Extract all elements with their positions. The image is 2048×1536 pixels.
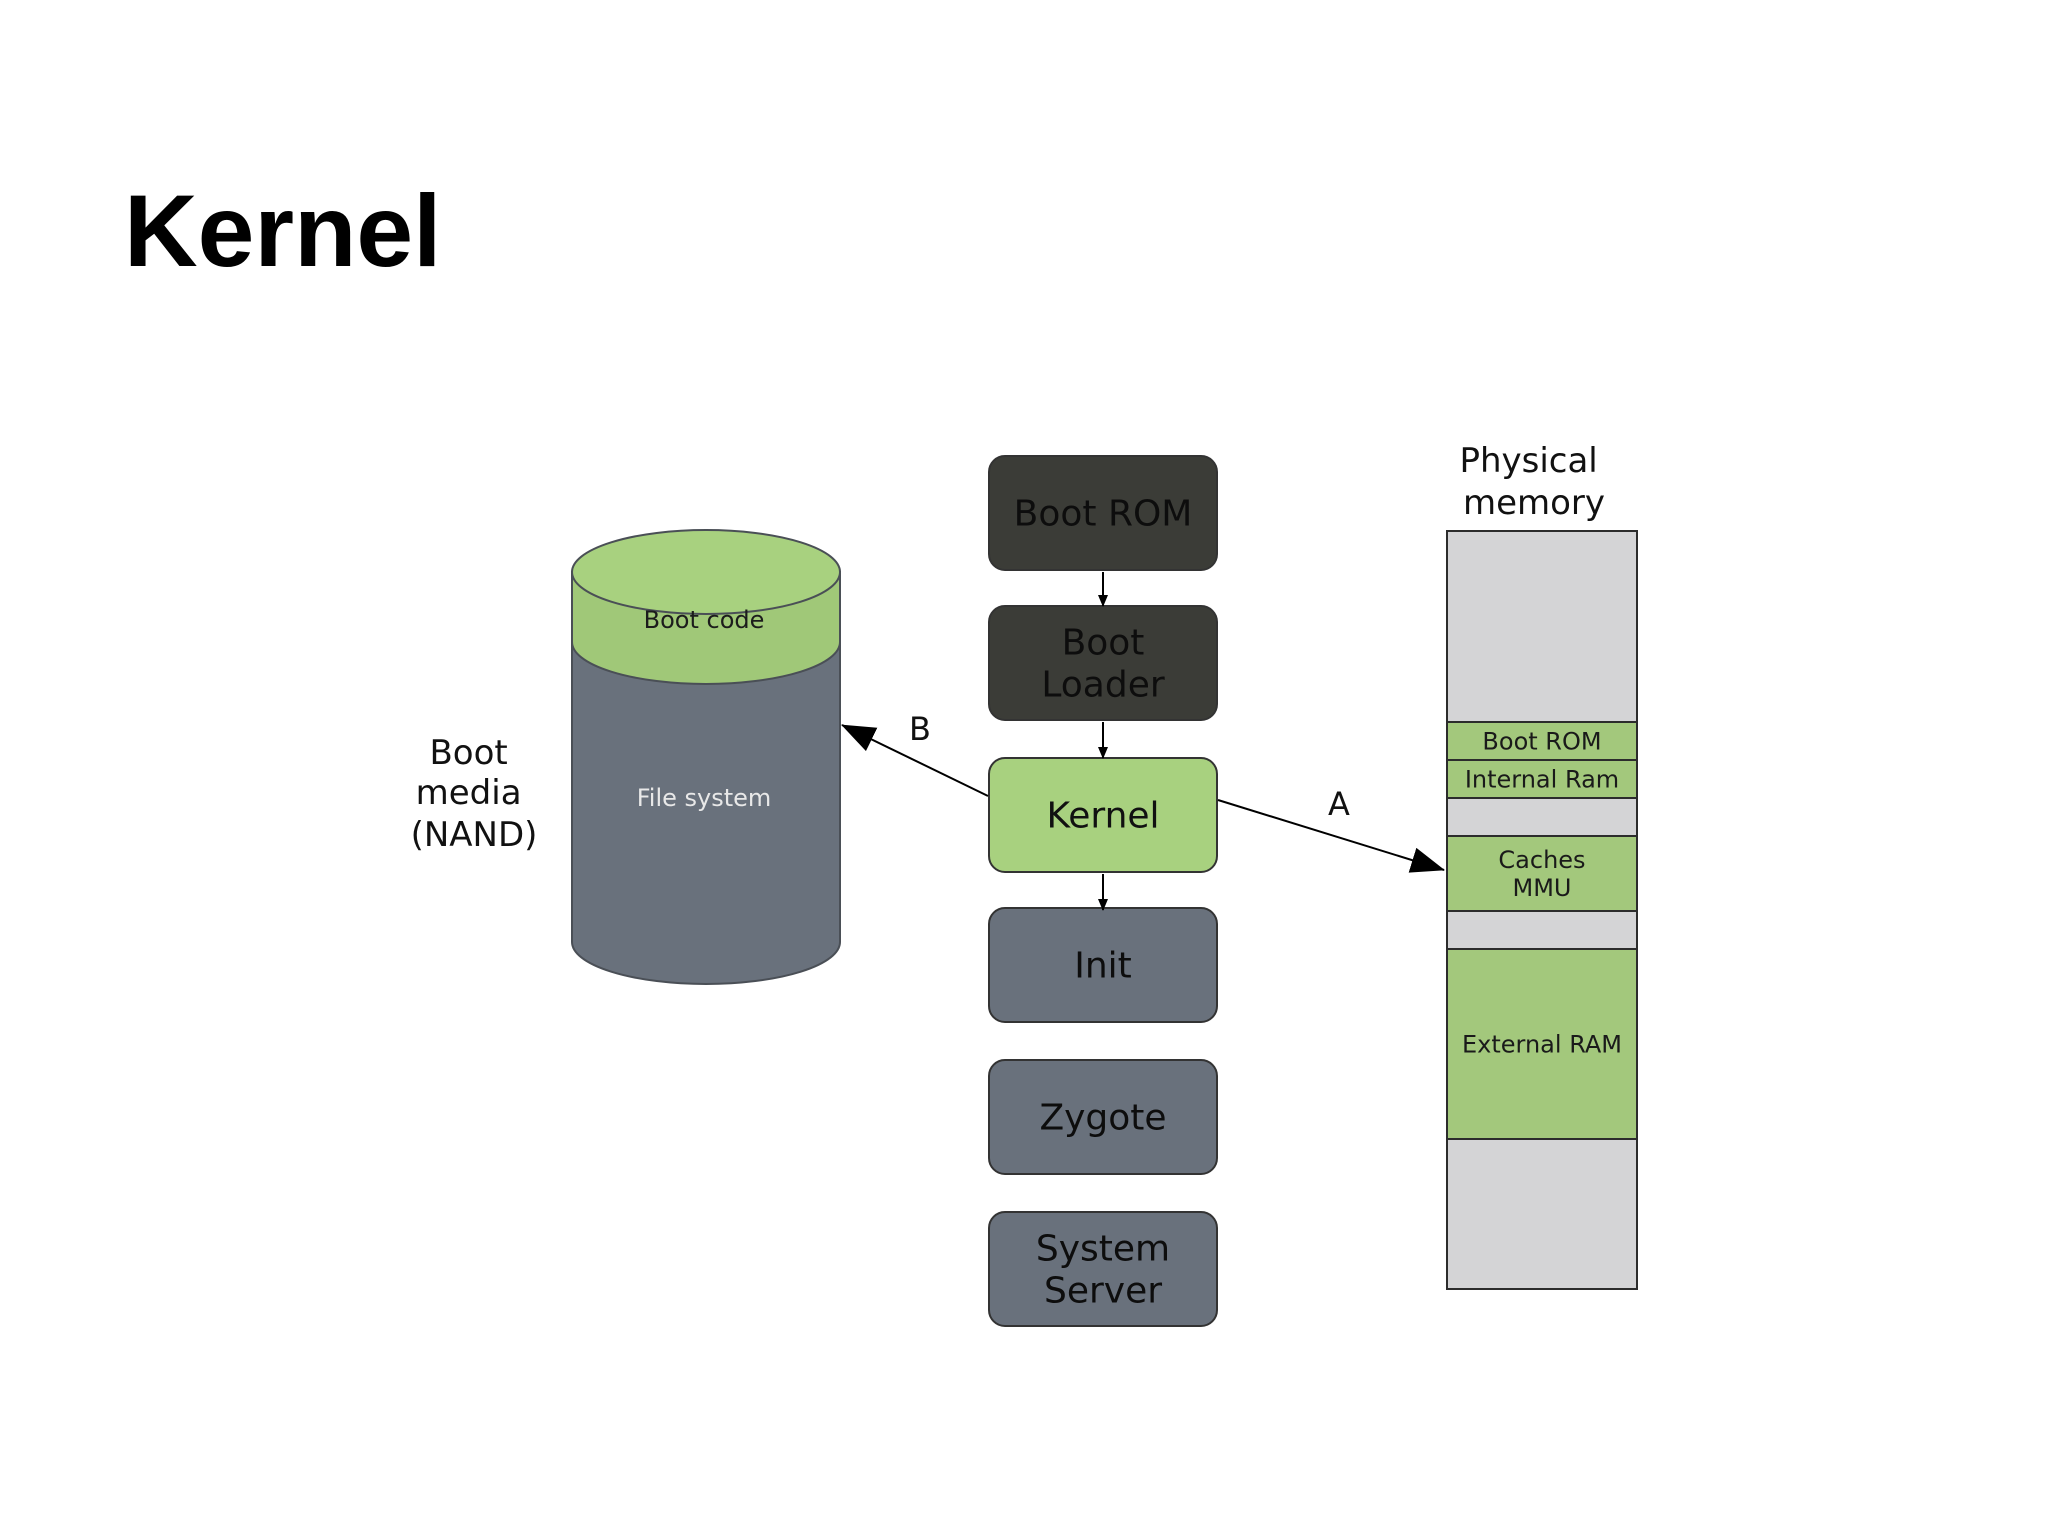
boot-stage-box — [988, 1059, 1218, 1175]
boot-stage-label: Boot — [1062, 623, 1145, 664]
memory-segment-box — [1446, 797, 1638, 837]
cylinder-top — [571, 529, 841, 615]
memory-segment-label: MMU — [1513, 874, 1572, 902]
boot-stage-box — [988, 455, 1218, 571]
memory-segment-label: Caches — [1498, 846, 1585, 874]
arrow-b: B — [841, 710, 989, 797]
slide-title: Kernel — [124, 174, 442, 288]
boot-stage-label: Boot ROM — [1014, 494, 1193, 535]
boot-media-label: Boot media (NAND) — [411, 733, 538, 855]
boot-stage-label: Loader — [1041, 665, 1165, 706]
boot-media-cylinder: Boot code File system — [571, 529, 841, 985]
file-system-label: File system — [637, 784, 772, 812]
boot-media-label-line: Boot — [429, 733, 507, 773]
memory-segment-box — [1446, 948, 1638, 1140]
physical-memory-heading-line: memory — [1463, 483, 1605, 523]
boot-sequence-stack: Boot ROM BootLoaderKernelInitZygoteSystem… — [988, 455, 1218, 1327]
memory-segment — [1446, 797, 1638, 837]
boot-stage-label: Init — [1074, 946, 1132, 987]
arrow-b-line — [841, 724, 989, 797]
boot-stage-label: System — [1036, 1229, 1170, 1270]
physical-memory-heading: Physical memory — [1459, 441, 1608, 523]
memory-segment-label: Boot ROM — [1482, 728, 1601, 756]
boot-stage-box — [988, 1211, 1218, 1327]
memory-segment: External RAM — [1446, 948, 1638, 1140]
boot-stage-label: Server — [1044, 1271, 1162, 1312]
memory-segment-label: External RAM — [1462, 1031, 1622, 1059]
memory-segment — [1446, 530, 1638, 723]
boot-code-label: Boot code — [644, 606, 765, 634]
memory-segment-box — [1446, 530, 1638, 723]
boot-stage: Zygote — [988, 1059, 1218, 1175]
arrow-b-label: B — [909, 710, 931, 748]
memory-segment-box — [1446, 1138, 1638, 1290]
memory-segment — [1446, 1138, 1638, 1290]
boot-stage: Init — [988, 907, 1218, 1023]
memory-segment-box — [1446, 910, 1638, 950]
arrow-a-label: A — [1328, 785, 1350, 823]
boot-stage-label: Kernel — [1046, 796, 1159, 837]
boot-media-label-line: media — [416, 773, 522, 813]
boot-stage: Boot ROM — [988, 455, 1218, 571]
arrow-a: A — [1217, 785, 1445, 873]
arrow-a-line — [1217, 799, 1445, 873]
memory-segment: Boot ROM — [1446, 721, 1638, 761]
boot-stage-label: Zygote — [1039, 1098, 1166, 1139]
memory-segment: Internal Ram — [1446, 759, 1638, 799]
boot-media-label-line: (NAND) — [411, 815, 538, 855]
memory-segment — [1446, 910, 1638, 950]
physical-memory-heading-line: Physical — [1459, 441, 1597, 481]
memory-segment-label: Internal Ram — [1465, 766, 1619, 794]
boot-stage: Kernel — [988, 757, 1218, 873]
memory-segment-box — [1446, 759, 1638, 799]
